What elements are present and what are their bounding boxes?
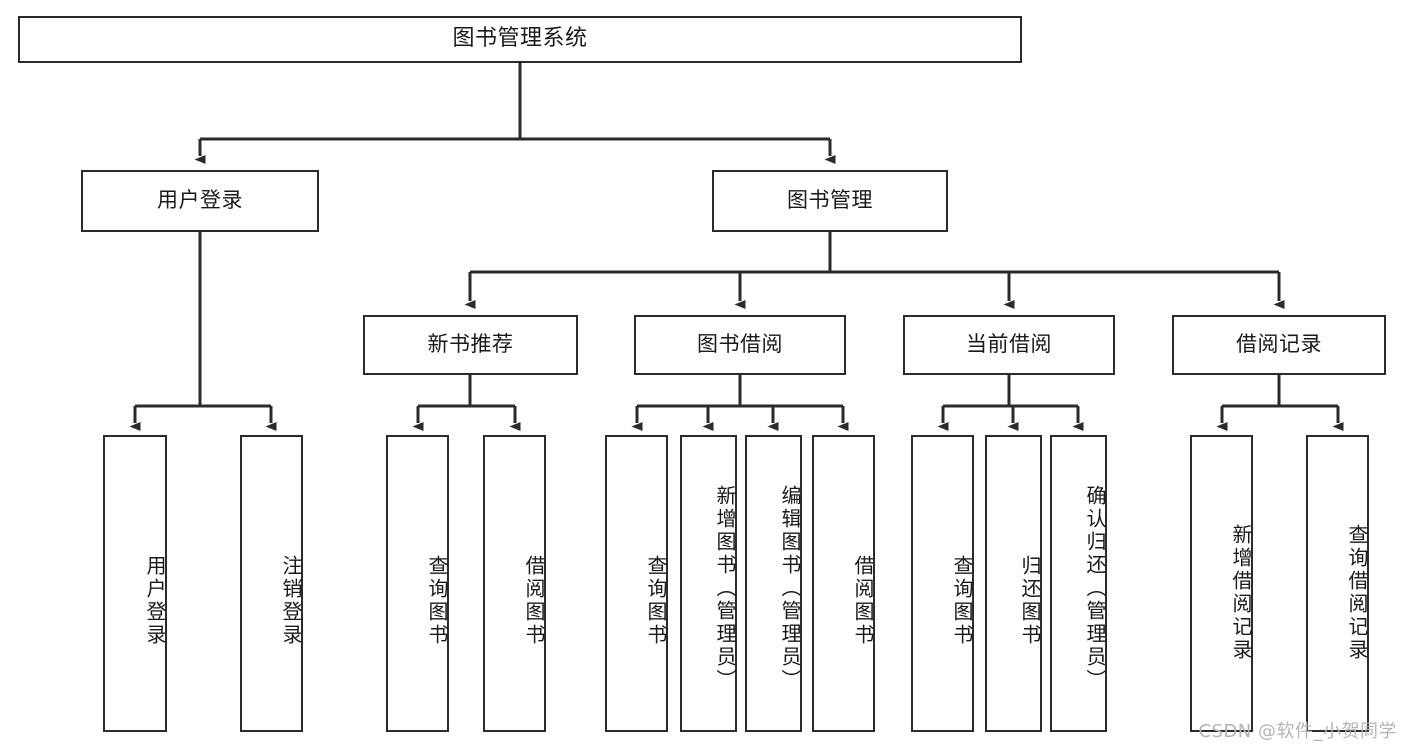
- node-book-manage-label: 图书管理: [787, 188, 873, 213]
- node-leaf-edit-book-admin[interactable]: 编辑图书（管理员）: [745, 435, 802, 732]
- node-leaf-query-book-rec-label: 查询图书: [425, 554, 449, 647]
- node-leaf-edit-book-admin-label: 编辑图书（管理员）: [778, 485, 802, 692]
- node-leaf-user-login-label: 用户登录: [143, 554, 167, 647]
- node-leaf-borrow-book-bor-label: 借阅图书: [851, 554, 875, 647]
- watermark: CSDN @软件_小贺同学: [1198, 721, 1397, 742]
- node-new-book-recommend-label: 新书推荐: [427, 332, 514, 357]
- node-leaf-return-book-label: 归还图书: [1018, 554, 1042, 647]
- node-leaf-add-book-admin-label: 新增图书（管理员）: [713, 485, 737, 692]
- node-leaf-query-borrow-record-label: 查询借阅记录: [1345, 523, 1369, 662]
- node-leaf-query-book-bor-label: 查询图书: [644, 554, 668, 647]
- node-leaf-query-book-bor[interactable]: 查询图书: [605, 435, 668, 732]
- node-leaf-add-book-admin[interactable]: 新增图书（管理员）: [680, 435, 737, 732]
- node-book-borrow[interactable]: 图书借阅: [634, 315, 846, 375]
- node-borrow-record[interactable]: 借阅记录: [1172, 315, 1386, 375]
- node-leaf-borrow-book-rec-label: 借阅图书: [522, 554, 546, 647]
- node-current-borrow-label: 当前借阅: [966, 332, 1052, 357]
- node-user-login[interactable]: 用户登录: [81, 170, 319, 232]
- node-leaf-confirm-return[interactable]: 确认归还（管理员）: [1050, 435, 1107, 732]
- node-book-borrow-label: 图书借阅: [697, 332, 783, 357]
- node-book-manage[interactable]: 图书管理: [712, 170, 948, 232]
- node-leaf-borrow-book-bor[interactable]: 借阅图书: [812, 435, 875, 732]
- node-leaf-confirm-return-label: 确认归还（管理员）: [1083, 485, 1107, 692]
- node-root[interactable]: 图书管理系统: [18, 16, 1022, 63]
- node-root-label: 图书管理系统: [452, 26, 588, 52]
- node-leaf-add-borrow-record-label: 新增借阅记录: [1229, 523, 1253, 662]
- node-leaf-borrow-book-rec[interactable]: 借阅图书: [483, 435, 546, 732]
- node-leaf-query-book-cur-label: 查询图书: [950, 554, 974, 647]
- node-current-borrow[interactable]: 当前借阅: [903, 315, 1115, 375]
- node-leaf-logout-label: 注销登录: [279, 554, 303, 647]
- node-leaf-logout[interactable]: 注销登录: [240, 435, 303, 732]
- node-leaf-return-book[interactable]: 归还图书: [985, 435, 1042, 732]
- node-leaf-query-book-cur[interactable]: 查询图书: [911, 435, 974, 732]
- node-leaf-user-login[interactable]: 用户登录: [103, 435, 167, 732]
- node-leaf-query-borrow-record[interactable]: 查询借阅记录: [1306, 435, 1369, 732]
- node-borrow-record-label: 借阅记录: [1236, 332, 1322, 357]
- node-new-book-recommend[interactable]: 新书推荐: [363, 315, 578, 375]
- node-leaf-query-book-rec[interactable]: 查询图书: [386, 435, 449, 732]
- node-user-login-label: 用户登录: [157, 188, 243, 213]
- node-leaf-add-borrow-record[interactable]: 新增借阅记录: [1190, 435, 1253, 732]
